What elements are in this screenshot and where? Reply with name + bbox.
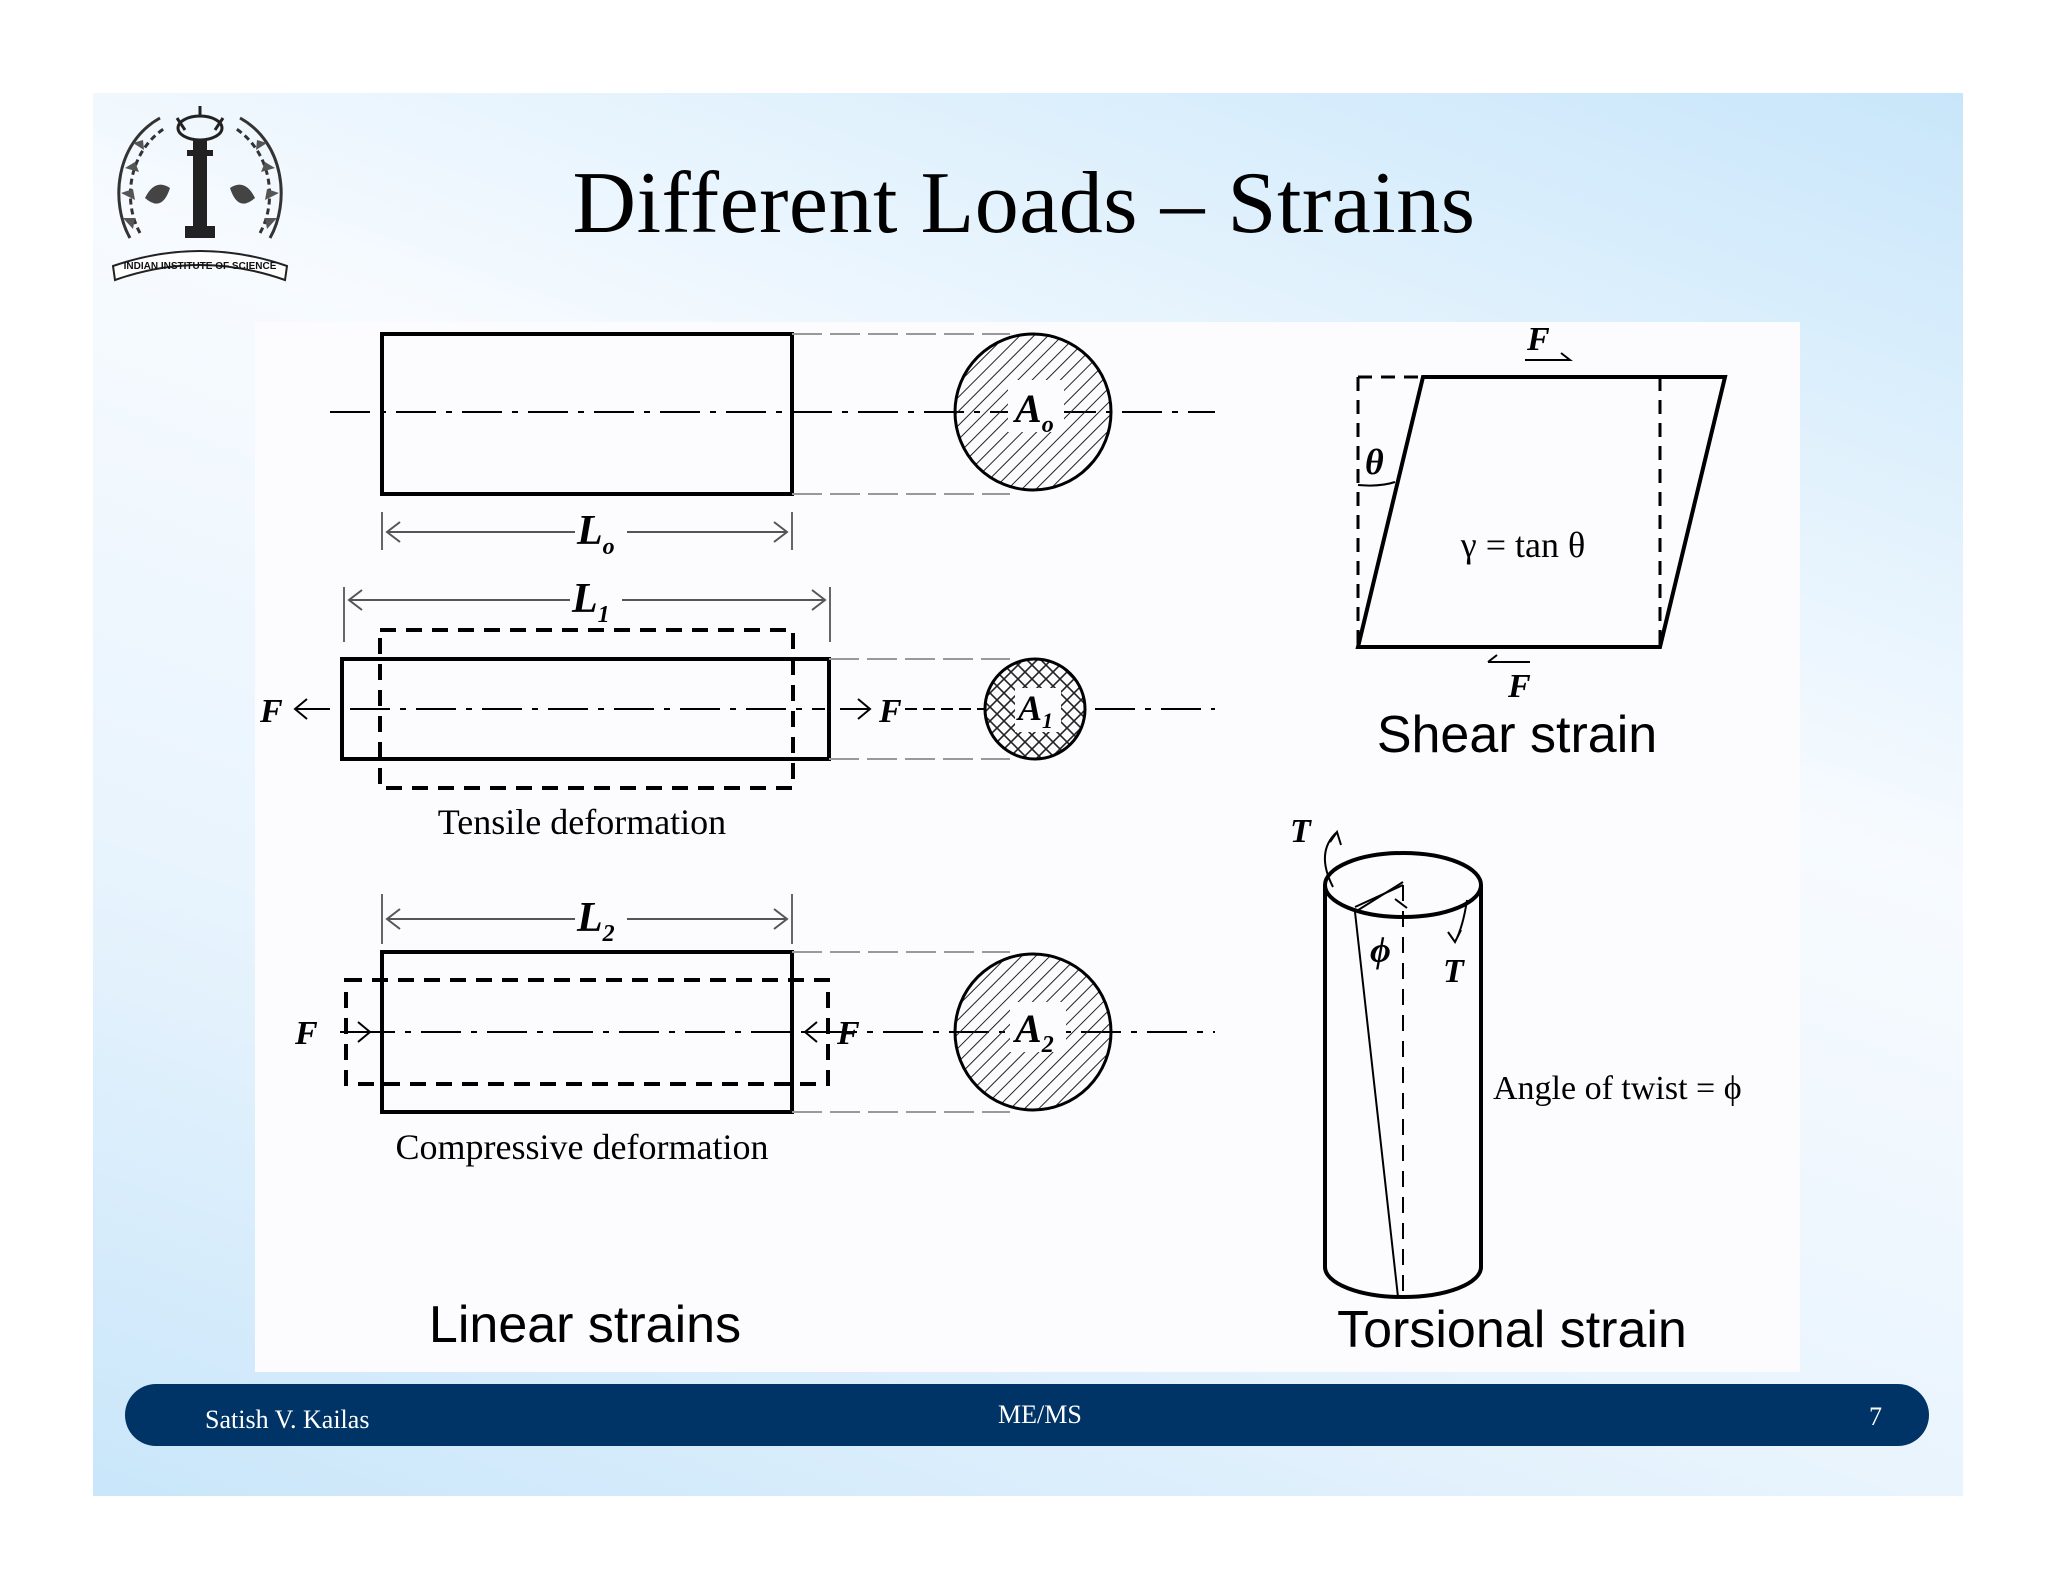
tensile-bar: [340, 657, 831, 761]
twist-formula: Angle of twist = ϕ: [1493, 1070, 1742, 1107]
length-original-label: Lo: [576, 508, 615, 560]
logo-ribbon-text: INDIAN INSTITUTE OF SCIENCE: [124, 261, 277, 272]
force-right-tensile: F: [878, 693, 902, 730]
tensile-group: L1 F F A1 Tensile deformation: [259, 576, 1215, 842]
linear-strains-caption: Linear strains: [429, 1296, 741, 1354]
compressive-caption: Compressive deformation: [396, 1127, 769, 1167]
shear-force-top: F: [1526, 322, 1550, 358]
shear-strain-caption: Shear strain: [1377, 706, 1657, 764]
strain-diagram: Ao Lo L1 F: [255, 322, 1800, 1372]
footer-author: Satish V. Kailas: [205, 1405, 370, 1434]
shear-force-bottom: F: [1507, 668, 1531, 705]
area-original-label: Ao: [1012, 386, 1054, 438]
torsion-group: T ϕ T Angle of twist = ϕ Torsional strai…: [1290, 813, 1742, 1359]
shear-angle-symbol: θ: [1365, 442, 1384, 482]
twist-angle-symbol: ϕ: [1370, 930, 1391, 970]
area-compressive-label: A2: [1012, 1006, 1054, 1058]
institute-logo: INDIAN INSTITUTE OF SCIENCE: [105, 98, 295, 288]
length-compressive-label: L2: [576, 895, 615, 947]
cylinder-bottom: [1323, 1266, 1483, 1299]
slide-title: Different Loads – Strains: [572, 155, 1476, 252]
area-tensile-label: A1: [1016, 688, 1053, 733]
tensile-caption: Tensile deformation: [438, 802, 726, 842]
length-tensile-label: L1: [571, 576, 610, 628]
force-left-tensile: F: [259, 693, 283, 730]
footer-course: ME/MS: [998, 1400, 1082, 1429]
force-left-compressive: F: [294, 1015, 318, 1052]
shear-parallelogram: [1355, 375, 1728, 649]
footer-page-number: 7: [1869, 1402, 1882, 1431]
shear-group: F θ γ = tan θ F Shear strain: [1355, 322, 1728, 764]
torque-right: T: [1443, 953, 1465, 990]
original-bar: [380, 332, 794, 496]
torsional-strain-caption: Torsional strain: [1337, 1301, 1687, 1359]
footer-bar: Satish V. Kailas ME/MS 7: [125, 1384, 1929, 1446]
shear-formula: γ = tan θ: [1460, 525, 1585, 565]
compressive-group: L2 F F A2 Compressive deformation: [294, 894, 1215, 1167]
original-bar-group: Ao Lo: [330, 332, 1215, 560]
force-right-compressive: F: [836, 1015, 860, 1052]
torque-top-left: T: [1290, 813, 1312, 850]
